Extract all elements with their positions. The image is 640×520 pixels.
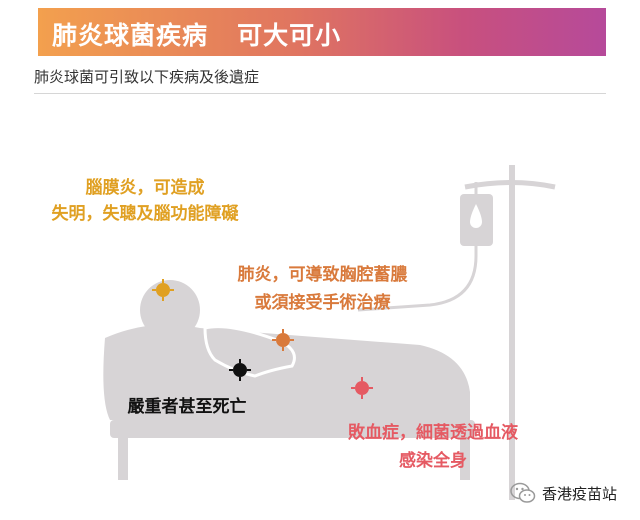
wechat-icon (510, 482, 536, 503)
sepsis-line-1: 敗血症，細菌透過血液 (348, 423, 518, 443)
divider (34, 93, 606, 94)
marker-lung (272, 329, 294, 351)
sepsis-annotation: 敗血症，細菌透過血液 感染全身 (318, 419, 548, 475)
page-subtitle: 肺炎球菌可引致以下疾病及後遺症 (34, 68, 260, 86)
sepsis-line-2: 感染全身 (399, 451, 467, 471)
title-banner: 肺炎球菌疾病 可大可小 (38, 8, 606, 56)
marker-blood (351, 377, 373, 399)
bed (110, 420, 475, 480)
source-watermark: 香港疫苗站 (510, 478, 617, 508)
death-line-1: 嚴重者甚至死亡 (127, 397, 247, 417)
patient-body (103, 324, 470, 420)
iv-stand (357, 165, 556, 500)
page-title: 肺炎球菌疾病 可大可小 (52, 21, 342, 50)
patient-arm (203, 325, 296, 378)
pneumonia-annotation: 肺炎，可導致胸腔蓄膿 或須接受手術治療 (210, 261, 435, 317)
meningitis-annotation: 腦膜炎，可造成 失明，失聰及腦功能障礙 (0, 175, 290, 227)
death-annotation: 嚴重者甚至死亡 (112, 395, 262, 419)
pneumonia-line-2: 或須接受手術治療 (254, 293, 391, 313)
source-name: 香港疫苗站 (542, 484, 618, 503)
meningitis-line-1: 腦膜炎，可造成 (85, 178, 205, 198)
patient-head (140, 280, 200, 340)
meningitis-line-2: 失明，失聰及腦功能障礙 (51, 204, 239, 224)
marker-brain (152, 279, 174, 301)
pneumonia-line-1: 肺炎，可導致胸腔蓄膿 (237, 265, 408, 285)
marker-heart (229, 359, 251, 381)
